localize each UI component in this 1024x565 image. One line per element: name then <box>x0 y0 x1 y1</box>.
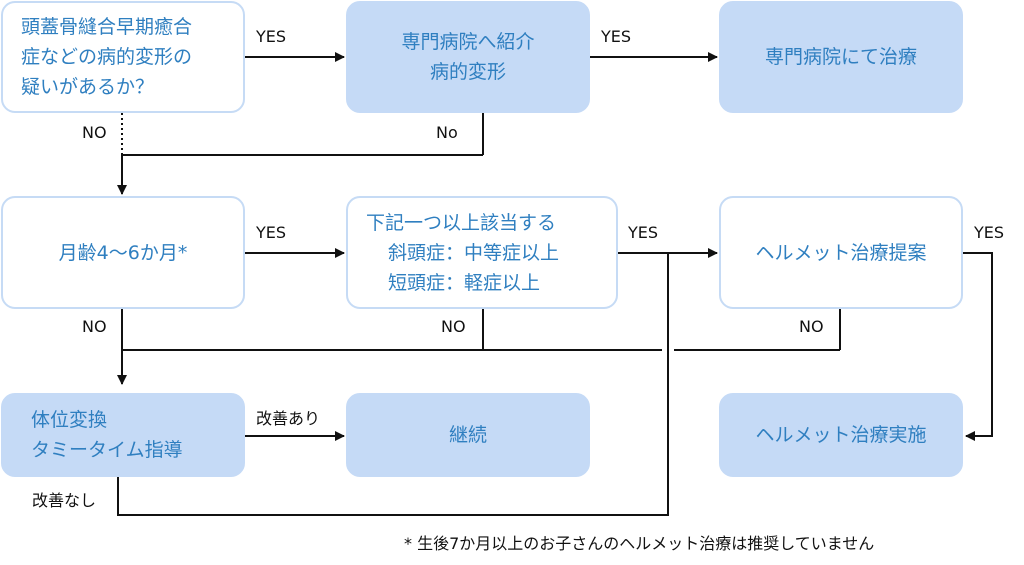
box-line: 短頭症：軽症以上 <box>388 271 541 294</box>
box-line: 斜頭症：中等症以上 <box>388 241 560 264</box>
improved-label: 改善あり <box>256 409 321 428</box>
age-check-box: 月齢4〜6か月* <box>1 196 245 309</box>
box-line: 病的変形 <box>429 61 506 83</box>
box-line: 継続 <box>448 424 487 446</box>
positioning-guidance-box: 体位変換 タミータイム指導 <box>1 393 245 477</box>
yes-label: YES <box>628 223 659 242</box>
helmet-proposal-box: ヘルメット治療提案 <box>719 196 963 309</box>
box-line: ヘルメット治療実施 <box>755 424 927 446</box>
box-line: 専門病院へ紹介 <box>401 31 535 53</box>
treat-specialist-box: 専門病院にて治療 <box>719 1 963 113</box>
box-line: ヘルメット治療提案 <box>755 241 927 264</box>
yes-label: YES <box>256 223 287 242</box>
arrow-helmet-to-impl <box>963 252 993 441</box>
not-improved-loop-line <box>117 253 669 516</box>
yes-label: YES <box>974 223 1005 242</box>
box-line: 体位変換 <box>31 409 108 431</box>
continue-box: 継続 <box>346 393 590 477</box>
footnote: * 生後7か月以上のお子さんのヘルメット治療は推奨していません <box>404 534 875 553</box>
box-line: 月齢4〜6か月* <box>58 241 188 264</box>
yes-label: YES <box>601 27 632 46</box>
criteria-box: 下記一つ以上該当する 斜頭症：中等症以上 短頭症：軽症以上 <box>346 196 618 309</box>
refer-specialist-box: 専門病院へ紹介 病的変形 <box>346 1 590 113</box>
no-label: No <box>436 123 458 142</box>
box-line: 症などの病的変形の <box>21 46 193 68</box>
no-label: NO <box>441 317 466 336</box>
box-line: タミータイム指導 <box>31 439 183 461</box>
box-line: 疑いがあるか？ <box>21 76 155 98</box>
no-label: NO <box>82 123 107 142</box>
box-line: 下記一つ以上該当する <box>366 211 557 234</box>
box-line: 頭蓋骨縫合早期癒合 <box>21 16 193 38</box>
yes-label: YES <box>256 27 287 46</box>
no-label: NO <box>82 317 107 336</box>
helmet-implementation-box: ヘルメット治療実施 <box>719 393 963 477</box>
craniosynostosis-question-box: 頭蓋骨縫合早期癒合 症などの病的変形の 疑いがあるか？ <box>1 1 245 113</box>
box-line: 専門病院にて治療 <box>764 46 917 68</box>
no-label: NO <box>799 317 824 336</box>
not-improved-label: 改善なし <box>32 491 97 510</box>
